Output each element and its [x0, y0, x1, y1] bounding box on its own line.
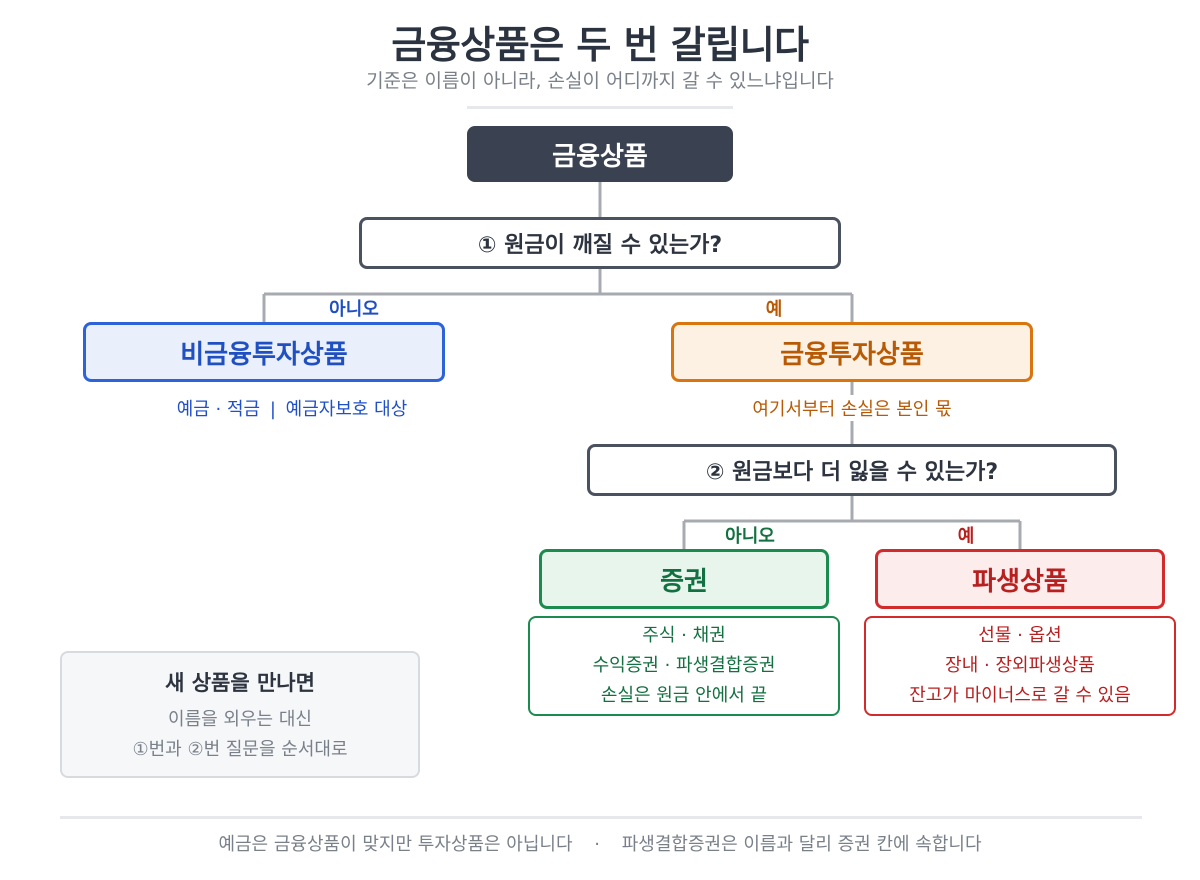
question-1-node: ① 원금이 깨질 수 있는가? [359, 217, 841, 269]
securities-detail-box: 주식 · 채권 수익증권 · 파생결합증권 손실은 원금 안에서 끝 [528, 616, 840, 716]
deposit-protection-text: 예금자보호 대상 [285, 399, 408, 420]
q1-yes-label: 예 [765, 299, 783, 320]
footer-note-part: 예금은 금융상품이 맞지만 투자상품은 아닙니다 [218, 834, 573, 855]
financial-investment-node: 금융투자상품 [671, 322, 1033, 382]
question-2-node: ② 원금보다 더 잃을 수 있는가? [587, 444, 1117, 496]
derivatives-detail-item: 선물 · 옵션 [978, 625, 1062, 646]
tip-line: ①번과 ②번 질문을 순서대로 [132, 739, 348, 760]
footer-note: 예금은 금융상품이 맞지만 투자상품은 아닙니다 · 파생결합증권은 이름과 달… [0, 830, 1200, 856]
securities-detail-item: 수익증권 · 파생결합증권 [592, 655, 776, 676]
q1-no-label: 아니오 [329, 299, 379, 320]
derivatives-node: 파생상품 [875, 549, 1165, 609]
root-node: 금융상품 [467, 126, 733, 182]
note-separator: | [269, 399, 276, 420]
securities-detail-item: 손실은 원금 안에서 끝 [600, 685, 768, 706]
tip-line: 이름을 외우는 대신 [168, 709, 312, 730]
footer-note-part: 파생결합증권은 이름과 달리 증권 칸에 속합니다 [621, 834, 982, 855]
deposit-items-text: 예금 · 적금 [176, 399, 261, 420]
financial-investment-note: 여기서부터 손실은 본인 몫 [652, 395, 1052, 421]
q2-no-label: 아니오 [725, 526, 775, 547]
tip-box: 새 상품을 만나면 이름을 외우는 대신 ①번과 ②번 질문을 순서대로 [60, 651, 420, 778]
footer-divider [60, 816, 1142, 819]
derivatives-detail-box: 선물 · 옵션 장내 · 장외파생상품 잔고가 마이너스로 갈 수 있음 [864, 616, 1176, 716]
derivatives-detail-item: 장내 · 장외파생상품 [945, 655, 1095, 676]
title-divider [467, 106, 733, 109]
securities-node: 증권 [539, 549, 829, 609]
diagram-subtitle: 기준은 이름이 아니라, 손실이 어디까지 갈 수 있느냐입니다 [366, 70, 834, 92]
securities-detail-item: 주식 · 채권 [642, 625, 726, 646]
footer-separator: · [594, 834, 600, 855]
derivatives-detail-item: 잔고가 마이너스로 갈 수 있음 [909, 685, 1131, 706]
non-financial-investment-note: 예금 · 적금 | 예금자보호 대상 [83, 395, 501, 421]
diagram-title: 금융상품은 두 번 갈립니다 [391, 23, 809, 67]
non-financial-investment-node: 비금융투자상품 [83, 322, 445, 382]
tip-title: 새 상품을 만나면 [165, 671, 315, 695]
q2-yes-label: 예 [957, 526, 975, 547]
